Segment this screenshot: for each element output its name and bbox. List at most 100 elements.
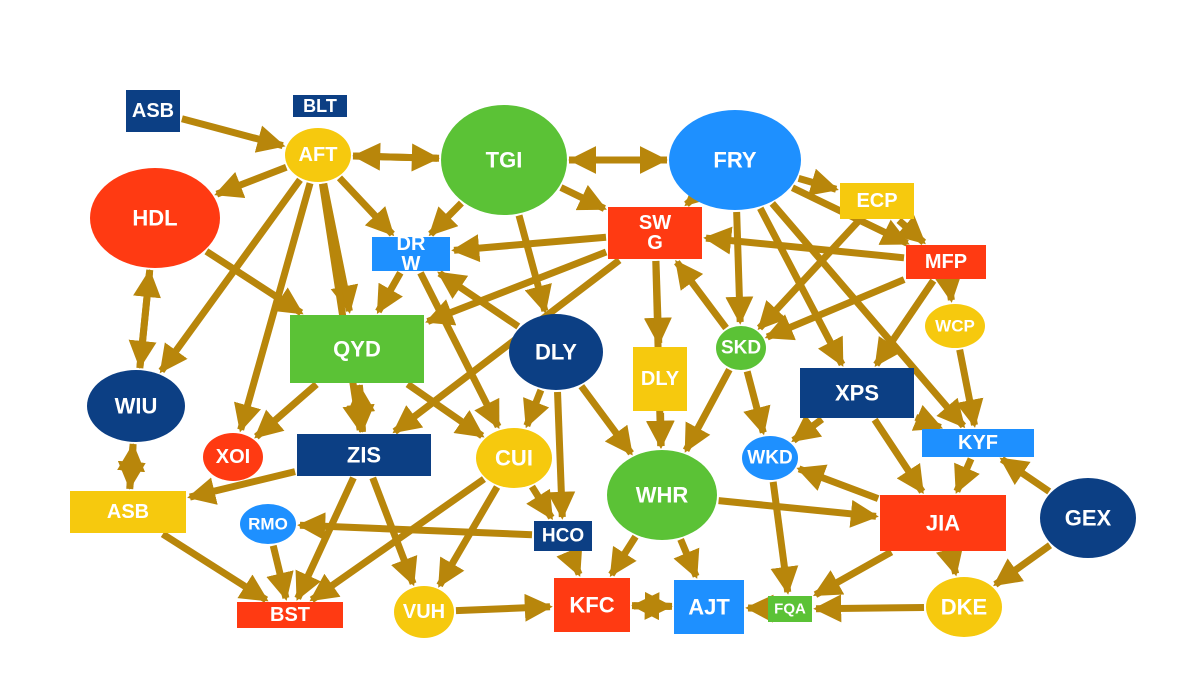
edge-fry-to-ecp: [797, 168, 839, 196]
node-label-xps: XPS: [835, 381, 879, 406]
node-label-ajt: AJT: [688, 595, 730, 620]
edge-aft-to-hdl: [214, 163, 288, 199]
node-shape-dke: [926, 577, 1002, 637]
edge-zis-to-asb2: [187, 468, 296, 505]
node-label-fqa: FQA: [774, 601, 806, 618]
node-label-jia: JIA: [926, 511, 960, 536]
node-label-asb1: ASB: [132, 100, 174, 122]
node-shape-asb1: [126, 90, 180, 132]
node-shape-wcp: [925, 304, 985, 348]
node-label-kyf: KYF: [958, 432, 998, 454]
edge-xps-to-jia: [871, 417, 926, 494]
node-label-dke: DKE: [941, 595, 987, 620]
edge-aft-to-wiu: [158, 177, 303, 374]
node-label-blt: BLT: [303, 96, 337, 116]
node-shape-vuh: [394, 586, 454, 638]
node-shape-aft: [285, 128, 351, 182]
node-label-hdl: HDL: [132, 206, 177, 231]
edge-asb2-to-wiu: [117, 443, 146, 490]
edge-whr-to-jia: [718, 497, 879, 528]
node-asb2: ASB: [70, 491, 186, 533]
node-shape-hco: [534, 521, 592, 551]
node-wcp: WCP: [925, 304, 985, 348]
edge-tgi-to-swg: [559, 184, 607, 212]
edge-fry-to-swg: [684, 176, 715, 207]
node-tgi: TGI: [441, 105, 567, 215]
node-shape-asb2: [70, 491, 186, 533]
node-ajt: AJT: [674, 580, 744, 634]
node-ecp: ECP: [840, 183, 914, 219]
node-xps: XPS: [800, 368, 914, 418]
edge-mfp-to-swg: [703, 226, 905, 262]
node-label-dly2: DLY: [641, 368, 680, 390]
node-shape-rmo: [240, 504, 296, 544]
node-label-qyd: QYD: [333, 337, 381, 362]
edge-dke-to-fqa: [813, 594, 925, 623]
node-shape-swg: [608, 207, 702, 259]
node-shape-drw: [372, 237, 450, 271]
node-whr: WHR: [607, 450, 717, 540]
edge-mfp-to-skd: [764, 276, 906, 341]
node-shape-kfc: [554, 578, 630, 632]
node-rmo: RMO: [240, 504, 296, 544]
edge-fry-to-kyf: [769, 201, 967, 429]
node-label-whr: WHR: [636, 483, 689, 508]
node-hco: HCO: [534, 521, 592, 551]
edge-tgi-to-aft: [352, 142, 440, 171]
edge-gex-to-dke: [993, 542, 1053, 588]
node-shape-qyd: [290, 315, 424, 383]
node-label-bst: BST: [270, 604, 310, 626]
node-shape-wiu: [87, 370, 185, 442]
edge-dly1-to-cui: [523, 388, 550, 429]
edge-aft-to-drw: [336, 175, 395, 237]
edge-cui-to-bst: [309, 476, 486, 603]
edge-jia-to-fqa: [813, 548, 894, 598]
node-shape-fry: [669, 110, 801, 210]
edge-whr-to-ajt: [673, 538, 700, 579]
edge-swg-to-qyd: [425, 248, 608, 326]
edge-skd-to-wkd: [743, 370, 771, 436]
edge-ecp-to-mfp: [895, 215, 927, 245]
edge-kyf-to-jia: [953, 457, 980, 494]
node-kfc: KFC: [554, 578, 630, 632]
node-shape-wkd: [742, 436, 798, 480]
node-shape-xps: [800, 368, 914, 418]
edge-gex-to-kyf: [999, 456, 1052, 495]
node-shape-zis: [297, 434, 431, 476]
node-label-aft: AFT: [299, 144, 338, 166]
edge-whr-to-kfc: [608, 534, 639, 577]
node-gex: GEX: [1040, 478, 1136, 558]
edge-xps-to-kyf: [911, 404, 944, 431]
node-label-mfp: MFP: [925, 251, 967, 273]
edge-dly1-to-whr: [578, 384, 634, 456]
node-shape-whr: [607, 450, 717, 540]
node-shape-tgi: [441, 105, 567, 215]
node-skd: SKD: [716, 326, 766, 370]
node-shape-dly1: [509, 314, 603, 390]
node-shape-dly2: [633, 347, 687, 411]
edge-aft-to-xoi: [234, 182, 314, 433]
node-label-vuh: VUH: [403, 601, 445, 623]
edge-drw-to-cui: [417, 271, 502, 430]
edge-fry-to-skd: [725, 211, 754, 325]
node-shape-jia: [880, 495, 1006, 551]
edge-zis-to-qyd: [347, 384, 376, 433]
edge-wkd-to-fqa: [769, 481, 799, 595]
edge-tgi-to-drw: [428, 200, 464, 237]
edge-asb1-to-aft: [181, 115, 286, 153]
edge-dly2-to-whr: [646, 412, 675, 449]
edge-qyd-to-cui: [405, 381, 485, 439]
node-label-xoi: XOI: [216, 446, 250, 468]
edge-skd-to-whr: [682, 367, 733, 453]
node-label-ecp: ECP: [856, 190, 897, 212]
edge-ajt-to-kfc: [631, 592, 673, 621]
node-label-tgi: TGI: [486, 148, 523, 173]
node-shape-ajt: [674, 580, 744, 634]
node-dly1: DLY: [509, 314, 603, 390]
